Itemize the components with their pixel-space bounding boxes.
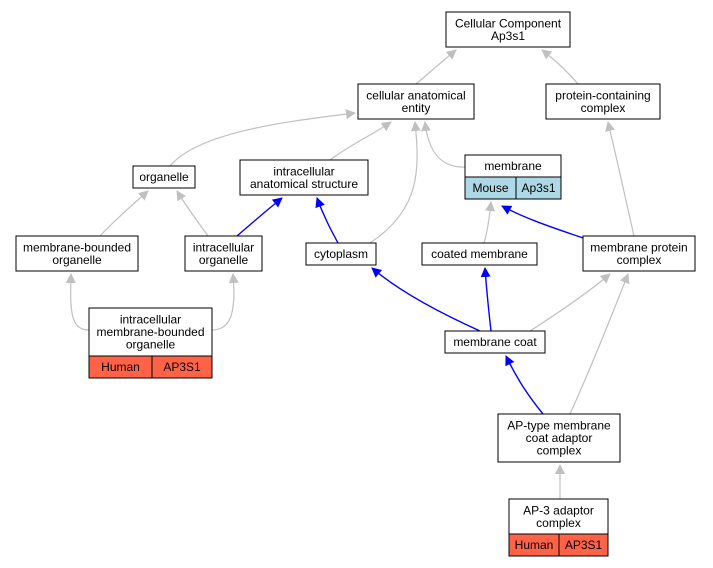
node-organelle[interactable]: organelle [132,165,196,189]
edge-is-a-aptype-to-mpc [569,273,630,415]
node-box [88,307,213,357]
node-label-line: AP-3 adaptor [523,503,594,517]
node-box [184,235,263,272]
node-label-line: membrane [484,159,542,173]
node-label-line: membrane-bounded [23,240,131,254]
node-label-line: membrane coat [453,335,537,349]
node-label-line: organelle [139,170,189,184]
node-coated[interactable]: coated membrane [421,242,538,266]
edge-part-of-coat-to-cytoplasm [371,267,481,332]
node-box [545,83,661,120]
edge-part-of-io-to-ias [236,197,283,237]
edge-layer [65,49,635,499]
edge-is-a-io-to-organelle [176,190,209,237]
node-box [582,235,696,272]
edge-part-of-coat-to-coated [480,267,492,332]
annotation-gene: Ap3s1 [521,181,555,195]
edge-is-a-mbo-to-organelle [99,190,149,237]
node-label-line: coated membrane [431,247,528,261]
node-label-line: membrane protein [590,240,687,254]
node-box [305,242,377,266]
node-label-line: cellular anatomical [366,88,465,102]
node-box [239,159,369,196]
node-box [444,330,546,354]
node-box [445,11,571,48]
node-label-line: cytoplasm [314,247,368,261]
node-label-line: membrane-bounded [96,325,204,339]
node-cytoplasm[interactable]: cytoplasm [305,242,377,266]
edge-is-a-coat-to-mpc [529,273,611,332]
edge-is-a-membrane-to-cae [420,121,466,168]
node-label-line: intracellular [120,313,181,327]
edge-is-a-imbo-to-mbo [65,273,90,331]
annotation-gene: AP3S1 [163,360,201,374]
annotation-species: Human [515,538,554,552]
node-label-line: AP-type membrane [507,419,611,433]
annotation-cell [558,533,609,557]
annotation-species: Human [101,360,140,374]
node-box [357,83,475,120]
node-label-line: anatomical structure [250,177,358,191]
node-label-line: protein-containing [555,88,650,102]
annotation-cell [515,176,562,200]
node-box [132,165,196,189]
edge-is-a-cae-to-root [415,49,457,85]
node-coat[interactable]: membrane coat [444,330,546,354]
node-label-line: coat adaptor [526,431,593,445]
edge-is-a-coated-to-membrane [483,201,496,244]
node-label-line: intracellular [273,164,334,178]
node-label-line: Cellular Component [455,16,562,30]
annotation-gene: AP3S1 [565,538,603,552]
node-box [497,413,621,463]
node-label-line: complex [537,444,582,458]
edge-part-of-aptype-to-coat [505,355,544,415]
edge-is-a-ias-to-cae [329,121,392,161]
edge-is-a-mpc-to-pcc [605,121,635,237]
node-label-line: complex [617,253,662,267]
node-label-line: complex [536,516,581,530]
edge-part-of-mpc-to-membrane [501,205,584,239]
node-label-line: organelle [199,253,249,267]
node-imbo[interactable]: intracellularmembrane-boundedorganelleHu… [88,307,213,379]
node-label-line: organelle [126,338,176,352]
edge-is-a-cytoplasm-to-cae [369,121,421,244]
node-label-line: Ap3s1 [491,29,525,43]
node-box [15,235,139,272]
node-label-line: organelle [52,253,102,267]
node-label-line: entity [402,101,431,115]
node-label-line: intracellular [193,240,254,254]
node-box [421,242,538,266]
annotation-cell [151,355,213,379]
node-label-line: complex [581,101,626,115]
edge-part-of-cytoplasm-to-ias [315,197,339,244]
edge-is-a-organelle-to-cae [169,109,356,167]
edge-is-a-pcc-to-root [541,49,579,85]
edge-is-a-imbo-to-io [211,273,239,331]
annotation-species: Mouse [472,181,508,195]
